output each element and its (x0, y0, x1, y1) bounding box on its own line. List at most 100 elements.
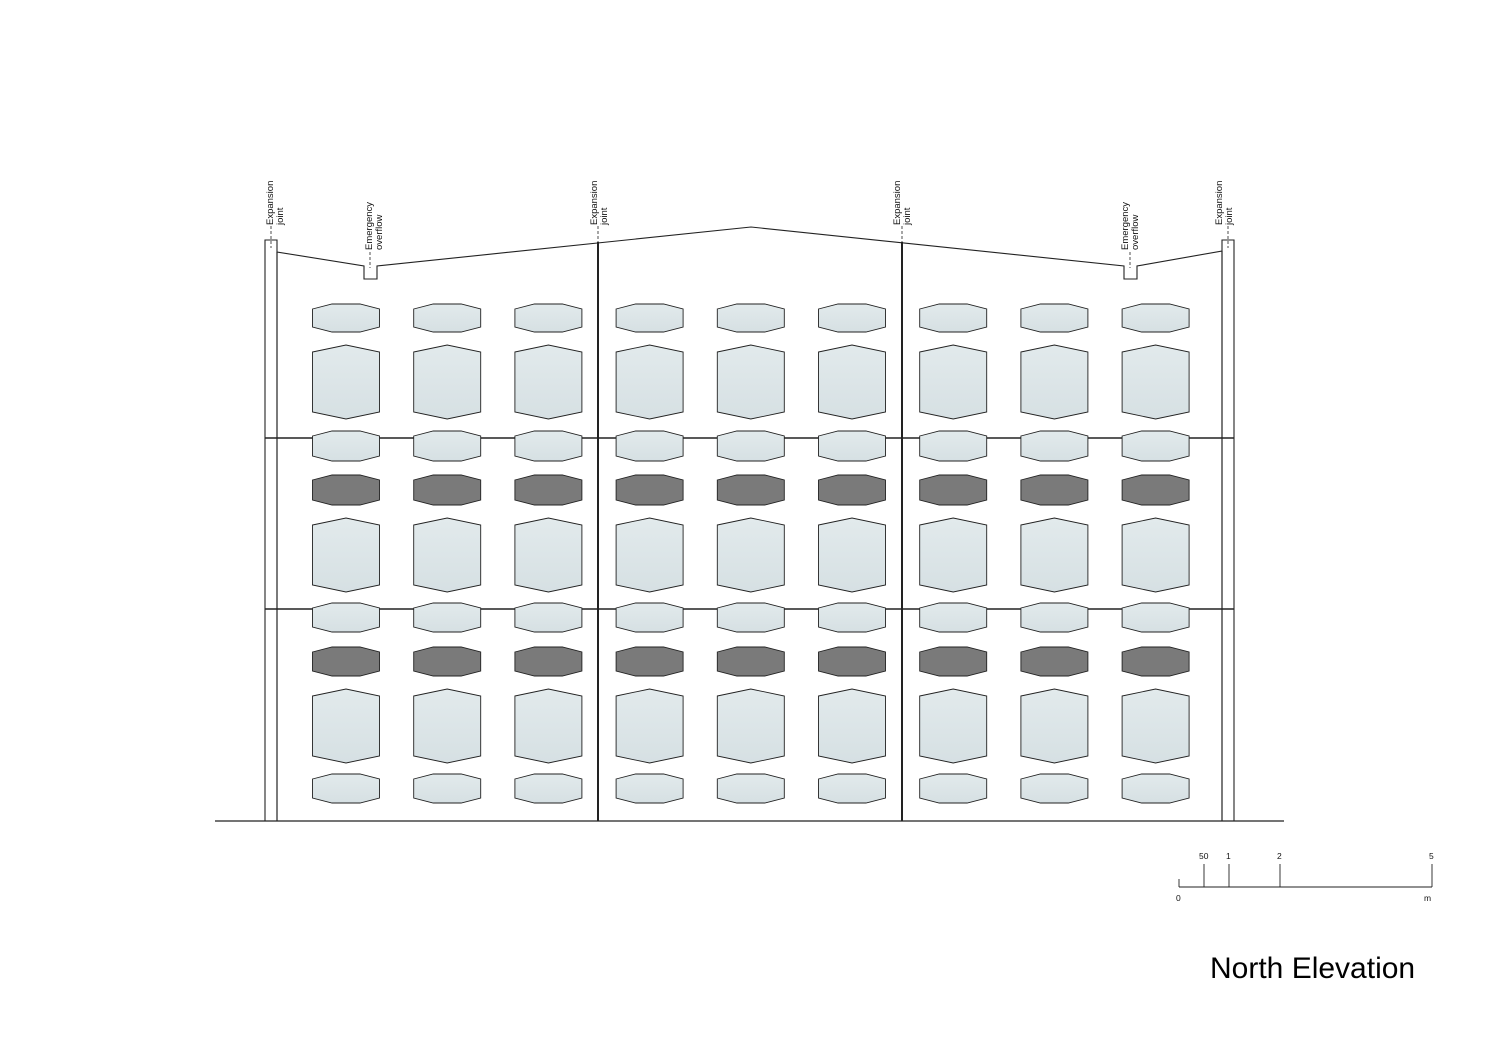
dark-panel-r6-c1 (413, 646, 482, 677)
small-glass-panel-r2-c6 (919, 430, 988, 462)
svg-text:overflow: overflow (1130, 214, 1141, 250)
dark-panel-r6-c5 (818, 646, 886, 677)
tall-glass-panel-r1-c5 (818, 344, 886, 420)
small-glass-panel-r2-c8 (1121, 430, 1190, 462)
dark-panel-r3-c0 (312, 474, 380, 506)
tall-glass-panel-r1-c6 (919, 344, 988, 420)
small-glass-panel-r5-c5 (818, 602, 886, 633)
joint-leaders (270, 226, 1229, 268)
tall-glass-panel-r1-c4 (716, 344, 785, 420)
small-glass-panel-r5-c7 (1020, 602, 1089, 633)
small-glass-panel-r5-c6 (919, 602, 988, 633)
dark-panel-r3-c3 (615, 474, 684, 506)
svg-text:Emergency: Emergency (1120, 202, 1131, 250)
svg-text:overflow: overflow (374, 214, 385, 250)
roof-parapet-outline (264, 226, 1235, 821)
tall-glass-panel-r4-c4 (716, 517, 785, 593)
svg-text:Expansion: Expansion (1214, 181, 1225, 225)
small-glass-panel-r5-c3 (615, 602, 684, 633)
dark-panel-r6-c2 (514, 646, 583, 677)
tall-glass-panel-r7-c5 (818, 688, 886, 764)
tall-glass-panel-r4-c2 (514, 517, 583, 593)
small-glass-panel-r0-c0 (312, 303, 380, 333)
dark-panel-r3-c2 (514, 474, 583, 506)
tall-glass-panel-r7-c6 (919, 688, 988, 764)
scale-tick-50: 50 (1199, 851, 1209, 861)
svg-text:joint: joint (599, 207, 610, 226)
small-glass-panel-r8-c0 (312, 773, 380, 804)
scale-unit: m (1424, 893, 1431, 903)
small-glass-panel-r8-c6 (919, 773, 988, 804)
small-glass-panel-r2-c1 (413, 430, 482, 462)
tall-glass-panel-r1-c0 (312, 344, 380, 420)
tall-glass-panel-r4-c6 (919, 517, 988, 593)
tall-glass-panel-r1-c8 (1121, 344, 1190, 420)
tall-glass-panel-r4-c3 (615, 517, 684, 593)
small-glass-panel-r0-c1 (413, 303, 482, 333)
small-glass-panel-r2-c7 (1020, 430, 1089, 462)
expansion-joint-label-4: Expansion joint (1214, 181, 1235, 226)
tall-glass-panel-r1-c3 (615, 344, 684, 420)
tall-glass-panel-r7-c0 (312, 688, 380, 764)
dark-panel-r3-c4 (716, 474, 785, 506)
emergency-overflow-label-1: Emergency overflow (364, 202, 385, 250)
small-glass-panel-r2-c5 (818, 430, 886, 462)
small-glass-panel-r8-c5 (818, 773, 886, 804)
dark-panel-r6-c0 (312, 646, 380, 677)
svg-text:joint: joint (902, 207, 913, 226)
svg-text:Expansion: Expansion (892, 181, 903, 225)
small-glass-panel-r8-c3 (615, 773, 684, 804)
dark-panel-r3-c6 (919, 474, 988, 506)
tall-glass-panel-r4-c0 (312, 517, 380, 593)
svg-text:Expansion: Expansion (265, 181, 276, 225)
tall-glass-panel-r4-c5 (818, 517, 886, 593)
tall-glass-panel-r4-c7 (1020, 517, 1089, 593)
svg-text:joint: joint (275, 207, 286, 226)
tall-glass-panel-r7-c4 (716, 688, 785, 764)
small-glass-panel-r8-c7 (1020, 773, 1089, 804)
scale-origin: 0 (1176, 893, 1181, 903)
expansion-joint-label-3: Expansion joint (892, 181, 913, 226)
tall-glass-panel-r1-c7 (1020, 344, 1089, 420)
dark-panel-r3-c8 (1121, 474, 1190, 506)
tall-glass-panel-r1-c2 (514, 344, 583, 420)
scale-bar (1178, 864, 1433, 888)
dark-panel-r3-c5 (818, 474, 886, 506)
scale-tick-2: 2 (1277, 851, 1282, 861)
dark-panel-r6-c6 (919, 646, 988, 677)
dark-panel-r3-c7 (1020, 474, 1089, 506)
small-glass-panel-r0-c7 (1020, 303, 1089, 333)
small-glass-panel-r5-c2 (514, 602, 583, 633)
dark-panel-r3-c1 (413, 474, 482, 506)
small-glass-panel-r8-c8 (1121, 773, 1190, 804)
small-glass-panel-r2-c4 (716, 430, 785, 462)
small-glass-panel-r0-c8 (1121, 303, 1190, 333)
scale-tick-1: 1 (1226, 851, 1231, 861)
dark-panel-r6-c8 (1121, 646, 1190, 677)
svg-text:joint: joint (1224, 207, 1235, 226)
dark-panel-r6-c7 (1020, 646, 1089, 677)
tall-glass-panel-r7-c3 (615, 688, 684, 764)
small-glass-panel-r2-c3 (615, 430, 684, 462)
small-glass-panel-r8-c4 (716, 773, 785, 804)
small-glass-panel-r0-c5 (818, 303, 886, 333)
tall-glass-panel-r4-c1 (413, 517, 482, 593)
small-glass-panel-r2-c2 (514, 430, 583, 462)
dark-panel-r6-c3 (615, 646, 684, 677)
small-glass-panel-r5-c1 (413, 602, 482, 633)
small-glass-panel-r8-c2 (514, 773, 583, 804)
expansion-joint-label-2: Expansion joint (589, 181, 610, 226)
tall-glass-panel-r7-c8 (1121, 688, 1190, 764)
tall-glass-panel-r1-c1 (413, 344, 482, 420)
emergency-overflow-label-2: Emergency overflow (1120, 202, 1141, 250)
small-glass-panel-r0-c6 (919, 303, 988, 333)
small-glass-panel-r5-c0 (312, 602, 380, 633)
drawing-title: North Elevation (1210, 952, 1416, 985)
small-glass-panel-r5-c4 (716, 602, 785, 633)
tall-glass-panel-r7-c2 (514, 688, 583, 764)
small-glass-panel-r0-c3 (615, 303, 684, 333)
small-glass-panel-r2-c0 (312, 430, 380, 462)
small-glass-panel-r5-c8 (1121, 602, 1190, 633)
dark-panel-r6-c4 (716, 646, 785, 677)
